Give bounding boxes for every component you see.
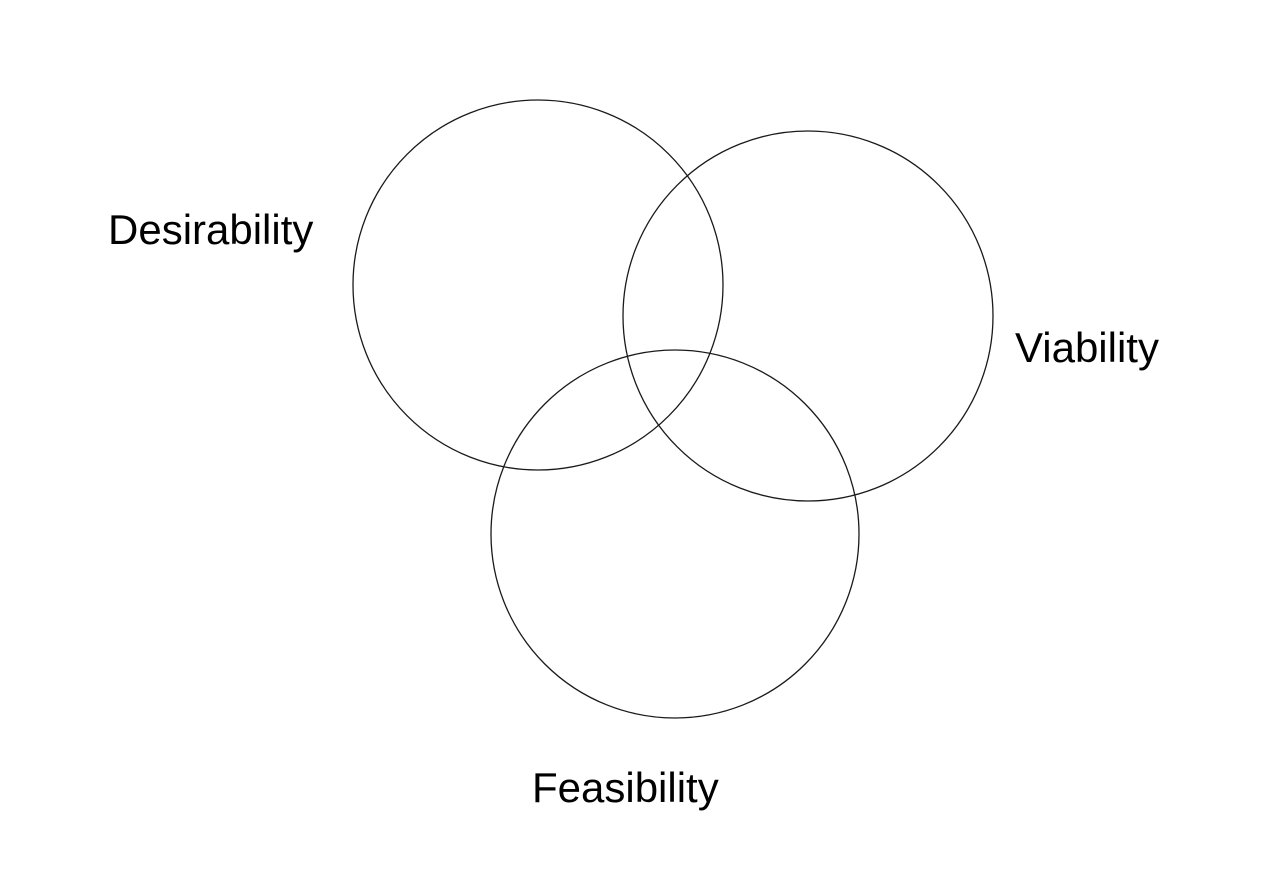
label-desirability: Desirability [108,206,314,253]
circle-viability [622,130,994,502]
label-feasibility: Feasibility [532,764,719,811]
circle-feasibility [490,349,860,719]
label-viability: Viability [1015,324,1159,371]
circle-desirability [352,99,724,471]
